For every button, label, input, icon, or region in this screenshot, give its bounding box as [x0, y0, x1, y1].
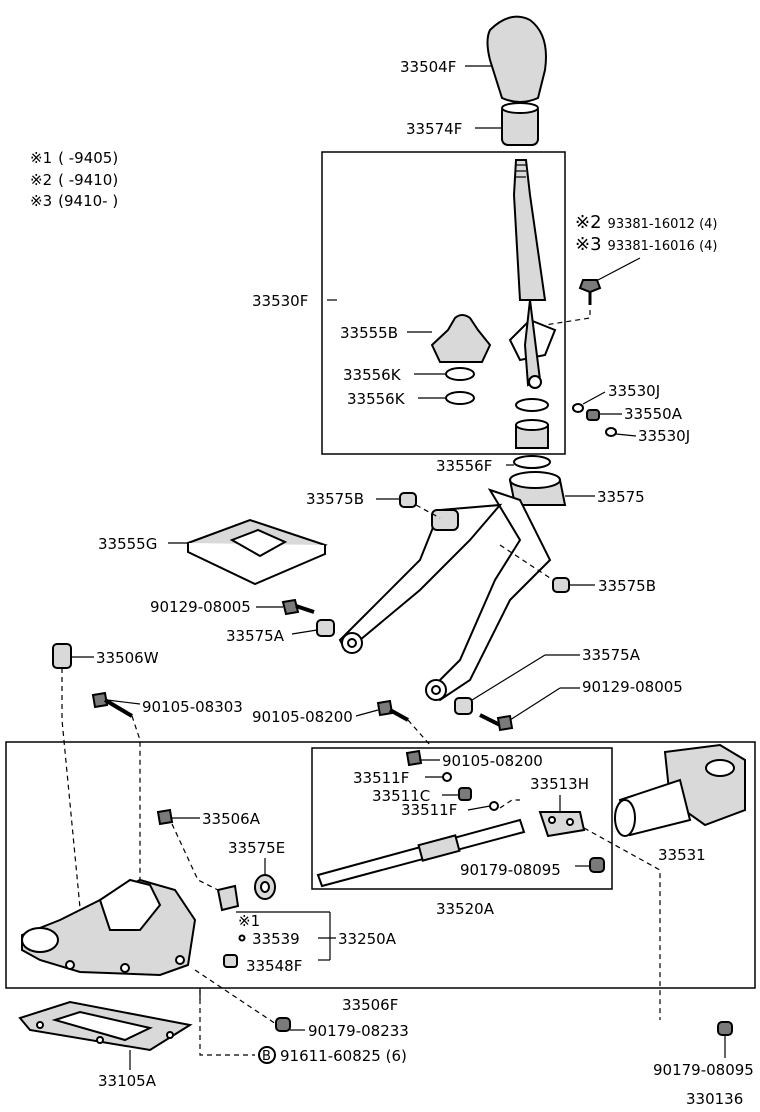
shift-rod-assembly-box: [311, 747, 613, 890]
housing-assembly-box: [5, 741, 756, 989]
bolt-icon: [91, 691, 109, 709]
label-33575E: 33575E: [228, 839, 285, 857]
callout-b: B: [262, 1049, 271, 1064]
label-33531: 33531: [658, 846, 706, 864]
label-33539: 33539: [252, 930, 300, 948]
label-33105A: 33105A: [98, 1072, 157, 1090]
label-33513H: 33513H: [530, 775, 589, 793]
nut-icon: [275, 1017, 291, 1032]
label-33575: 33575: [597, 488, 645, 506]
bolt-icon: [156, 808, 174, 826]
label-90179-08095-2: 90179-08095: [653, 1061, 754, 1079]
label-33556K-1: 33556K: [343, 366, 402, 384]
label-33574F: 33574F: [406, 120, 462, 138]
shift-knob-icon: [486, 15, 547, 103]
label-33575B-1: 33575B: [306, 490, 364, 508]
bushing-icon: [316, 619, 335, 637]
label-33575A-2: 33575A: [582, 646, 641, 664]
label-33506F: 33506F: [342, 996, 398, 1014]
bushing-icon: [454, 697, 473, 715]
lever-joint-icon: [216, 884, 240, 912]
label-33556F: 33556F: [436, 457, 492, 475]
knob-icon: [52, 643, 72, 669]
label-90179-08233: 90179-08233: [308, 1022, 409, 1040]
bolt-icon: [496, 714, 514, 732]
bolt-icon: [405, 749, 423, 767]
label-33530F: 33530F: [252, 292, 308, 310]
bolt-icon: [281, 598, 300, 616]
shift-lever-assembly-box: [321, 151, 566, 455]
callout-b-icon: [258, 1046, 276, 1064]
nut-icon: [717, 1021, 733, 1036]
shift-lever-shaft-icon: [512, 159, 547, 301]
label-90129-08005-2: 90129-08005: [582, 678, 683, 696]
bolt-icon: [376, 699, 394, 717]
pin-icon: [458, 787, 472, 801]
note-1: ※1( -9405): [30, 149, 118, 167]
o-ring-icon: [445, 367, 475, 381]
notes: ※1( -9405) ※2( -9410) ※3(9410- ): [30, 149, 118, 210]
label-90105-08200-1: 90105-08200: [252, 708, 353, 726]
label-33520A: 33520A: [436, 900, 495, 918]
label-33555B: 33555B: [340, 324, 398, 342]
label-33504F: 33504F: [400, 58, 456, 76]
label-33250A: 33250A: [338, 930, 397, 948]
label-33556K-2: 33556K: [347, 390, 406, 408]
label-33506W: 33506W: [96, 649, 159, 667]
label-33530J-2: 33530J: [638, 427, 690, 445]
label-33511F-2: 33511F: [401, 801, 457, 819]
bushing-icon: [552, 577, 570, 593]
nut-icon: [589, 857, 605, 873]
label-33530J-1: 33530J: [608, 382, 660, 400]
label-33548F: 33548F: [246, 957, 302, 975]
drawing-number: 330136: [686, 1090, 743, 1108]
note-3: ※3(9410- ): [30, 192, 118, 210]
label-90179-08095-1: 90179-08095: [460, 861, 561, 879]
label-33575B-2: 33575B: [598, 577, 656, 595]
o-ring-icon: [445, 391, 475, 405]
label-90105-08303: 90105-08303: [142, 698, 243, 716]
note-2: ※2( -9410): [30, 171, 118, 189]
label-90105-08200-2: 90105-08200: [442, 752, 543, 770]
seal-ring-icon: [513, 455, 551, 469]
shift-head-icon: [538, 811, 586, 838]
label-91611-60825: 91611-60825 (6): [280, 1047, 407, 1065]
label-33575A-1: 33575A: [226, 627, 285, 645]
label-90129-08005-1: 90129-08005: [150, 598, 251, 616]
seat-ring-icon: [515, 398, 549, 412]
shift-boot-icon: [430, 314, 492, 363]
label-33555G: 33555G: [98, 535, 157, 553]
label-33511C: 33511C: [372, 787, 430, 805]
pin-icon: [586, 409, 600, 421]
mark-1: ※1: [238, 912, 260, 930]
bushing-icon: [223, 954, 238, 968]
bolt-icon: [578, 279, 602, 294]
label-33506A: 33506A: [202, 810, 261, 828]
bushing-icon: [399, 492, 417, 508]
label-33511F-1: 33511F: [353, 769, 409, 787]
label-33550A: 33550A: [624, 405, 683, 423]
